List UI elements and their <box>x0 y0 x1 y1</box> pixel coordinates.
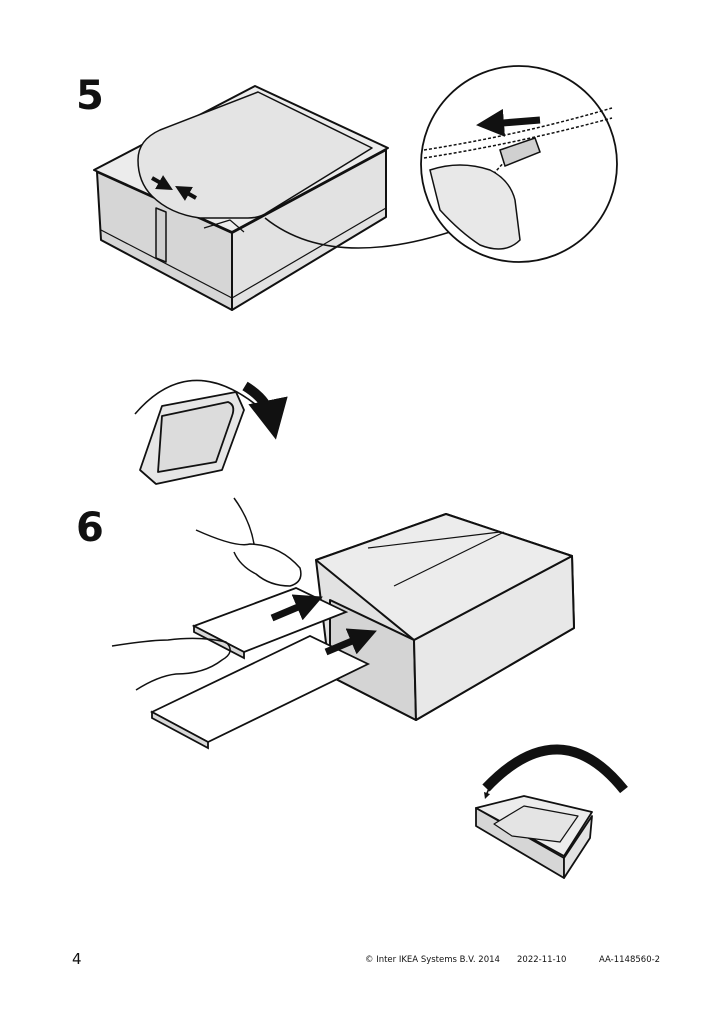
step-number-6: 6 <box>76 505 104 551</box>
flip-box-icon <box>134 379 288 485</box>
document-code: AA-1148560-2 <box>599 955 661 965</box>
callout-connector <box>264 217 451 249</box>
squeeze-arrows <box>151 175 197 201</box>
copyright-text: © Inter IKEA Systems B.V. 2014 <box>365 955 500 965</box>
zipper-detail-callout <box>420 65 618 263</box>
hand-upper <box>195 497 302 587</box>
final-box-icon <box>475 744 628 879</box>
insert-arrows <box>270 594 377 656</box>
page-number: 4 <box>72 950 82 968</box>
board-lower <box>150 635 371 750</box>
step-number-5: 5 <box>76 73 104 119</box>
document-date: 2022-11-10 <box>517 955 567 965</box>
hand-lower <box>111 637 231 691</box>
storage-box-open <box>315 513 575 721</box>
storage-box-zipped <box>93 85 389 311</box>
